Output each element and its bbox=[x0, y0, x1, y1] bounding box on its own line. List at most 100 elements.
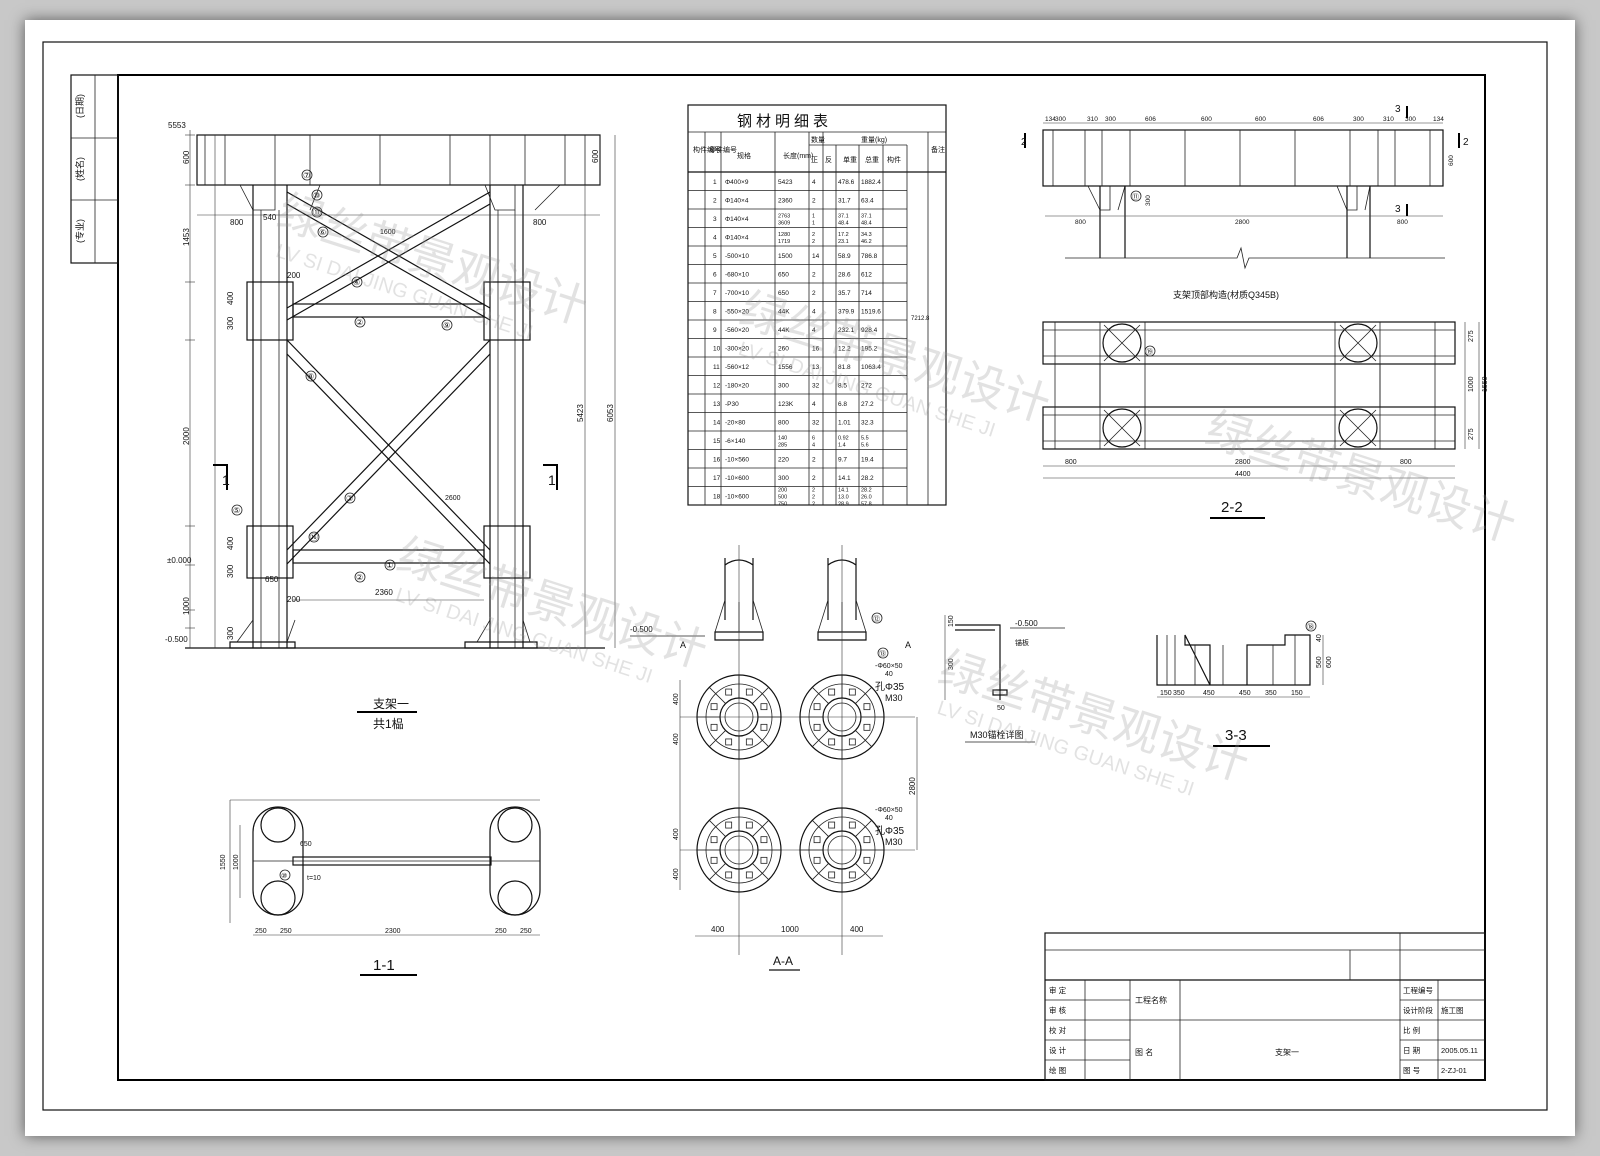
table-cell: 28.2 bbox=[861, 487, 872, 493]
m30-detail: 150 300 50 -0.500 锚板 M30锚栓详图 bbox=[944, 615, 1065, 743]
table-cell: 500 bbox=[778, 494, 787, 500]
table-cell: Φ140×4 bbox=[725, 216, 749, 223]
callout-3: ③ bbox=[346, 494, 353, 503]
table-cell: 1.01 bbox=[838, 419, 851, 426]
table-cell: 44K bbox=[778, 327, 790, 334]
table-cell: 2 bbox=[812, 197, 816, 204]
aa-n0a: -Φ60×50 bbox=[875, 663, 903, 670]
callout-2a: ② bbox=[356, 318, 363, 327]
top-dim: 606 bbox=[1145, 116, 1156, 123]
dim-left-5: 2000 bbox=[182, 427, 191, 445]
bolt-hole bbox=[863, 836, 871, 844]
aa-d6: 400 bbox=[673, 868, 680, 880]
view-3-3: 150 350 450 450 350 150 40 560 600 ⑱ 3-3 bbox=[1156, 620, 1333, 747]
m30-label: M30锚栓详图 bbox=[970, 729, 1024, 740]
table-cell: 3609 bbox=[778, 220, 790, 226]
v11-d3: 250 bbox=[255, 928, 267, 935]
tb-field-value-4: 2-ZJ-01 bbox=[1441, 1066, 1467, 1075]
table-cell: 140 bbox=[778, 435, 787, 441]
table-cell: 612 bbox=[861, 271, 872, 278]
v22-d5: 1000 bbox=[1468, 376, 1475, 392]
table-cell: 32.3 bbox=[861, 419, 874, 426]
bolt-hole bbox=[760, 836, 768, 844]
tb-field-label-2: 比 例 bbox=[1403, 1025, 1420, 1035]
bolt-hole bbox=[863, 856, 871, 864]
table-cell: 220 bbox=[778, 456, 789, 463]
view-A-A: -0.500 A A ⑫ ⑬ 400 1000 400 400 400 400 … bbox=[630, 545, 918, 971]
dim-h-6: 2360 bbox=[375, 588, 393, 597]
tb-drawing-label: 图 名 bbox=[1135, 1047, 1153, 1057]
table-cell: 200 bbox=[778, 487, 787, 493]
dim-right-1: 600 bbox=[591, 149, 600, 163]
table-header-9: 总重 bbox=[865, 155, 879, 164]
bolt-hole bbox=[813, 836, 821, 844]
table-header-4: 数量 bbox=[811, 135, 825, 144]
table-cell: 46.2 bbox=[861, 239, 872, 245]
table-cell: 8 bbox=[713, 308, 717, 315]
view33-label: 3-3 bbox=[1225, 727, 1247, 744]
bolt-hole bbox=[710, 836, 718, 844]
top-dim: 134 bbox=[1433, 116, 1444, 123]
bolt-hole bbox=[725, 871, 733, 879]
table-cell: -10×600 bbox=[725, 475, 749, 482]
table-cell: 1556 bbox=[778, 364, 793, 371]
tb-role-2: 校 对 bbox=[1049, 1025, 1067, 1035]
aa-d1: 1000 bbox=[781, 925, 799, 934]
bolt-hole bbox=[813, 856, 821, 864]
top-dim: 800 bbox=[1397, 219, 1408, 226]
table-cell: 232.1 bbox=[838, 327, 855, 334]
table-cell: -500×10 bbox=[725, 253, 749, 260]
callout-10: ⑩ bbox=[313, 191, 320, 200]
callout-7: ⑦ bbox=[303, 171, 310, 180]
table-cell: 28.2 bbox=[861, 475, 874, 482]
v22-d6: 275 bbox=[1468, 428, 1475, 440]
section-mark-left: 1 bbox=[222, 472, 230, 488]
dim-left-1: 600 bbox=[182, 150, 191, 164]
table-cell: 35.7 bbox=[838, 290, 851, 297]
table-cell: 2 bbox=[812, 290, 816, 297]
top-dim: 300 bbox=[1405, 116, 1416, 123]
table-cell: 1519.6 bbox=[861, 308, 881, 315]
table-header-3: 长度(mm) bbox=[783, 151, 813, 160]
aa-n2a: 孔Φ35 bbox=[875, 681, 905, 693]
bolt-hole bbox=[828, 871, 836, 879]
tb-role-4: 绘 图 bbox=[1049, 1065, 1066, 1075]
aa-d5: 400 bbox=[673, 828, 680, 840]
table-cell: 4 bbox=[812, 308, 816, 315]
top-sec-3b: 3 bbox=[1395, 204, 1401, 215]
table-cell: 17.2 bbox=[838, 232, 849, 238]
aa-n3a: M30 bbox=[885, 693, 903, 703]
aa-callout-13: ⑬ bbox=[879, 650, 886, 658]
table-cell: 300 bbox=[778, 382, 789, 389]
v33-d8: 600 bbox=[1326, 656, 1333, 668]
aa-mark-l: A bbox=[680, 640, 686, 650]
side-label-date: (日期) bbox=[75, 94, 85, 118]
table-cell: 48.4 bbox=[861, 220, 872, 226]
aa-n3b: M30 bbox=[885, 837, 903, 847]
top-dim: 600 bbox=[1255, 116, 1266, 123]
bolt-hole bbox=[725, 821, 733, 829]
v11-d2: 650 bbox=[300, 841, 312, 848]
aa-d7: 2800 bbox=[908, 777, 917, 795]
dim-left-9: 1000 bbox=[182, 597, 191, 615]
table-cell: 6 bbox=[713, 271, 717, 278]
table-cell: 1 bbox=[713, 179, 717, 186]
aa-n0b: -Φ60×50 bbox=[875, 807, 903, 814]
inner-border bbox=[117, 74, 1486, 1081]
table-header-0: 构件编号 bbox=[693, 145, 721, 154]
table-cell: 13 bbox=[713, 401, 721, 408]
aa-n1a: 40 bbox=[885, 671, 893, 678]
v22-d7: 1550 bbox=[1482, 376, 1489, 392]
table-cell: -300×20 bbox=[725, 345, 749, 352]
bolt-hole bbox=[745, 821, 753, 829]
top-dim: 600 bbox=[1201, 116, 1212, 123]
table-cell: 2 bbox=[812, 487, 815, 493]
bolt-hole bbox=[745, 688, 753, 696]
dim-h-2: 540 bbox=[263, 213, 277, 222]
table-cell: 750 bbox=[778, 501, 787, 507]
table-cell: 2 bbox=[812, 501, 815, 507]
table-cell: -P30 bbox=[725, 401, 739, 408]
table-cell: 260 bbox=[778, 345, 789, 352]
view33-callout: ⑱ bbox=[1307, 623, 1314, 631]
table-cell: 4 bbox=[812, 442, 815, 448]
